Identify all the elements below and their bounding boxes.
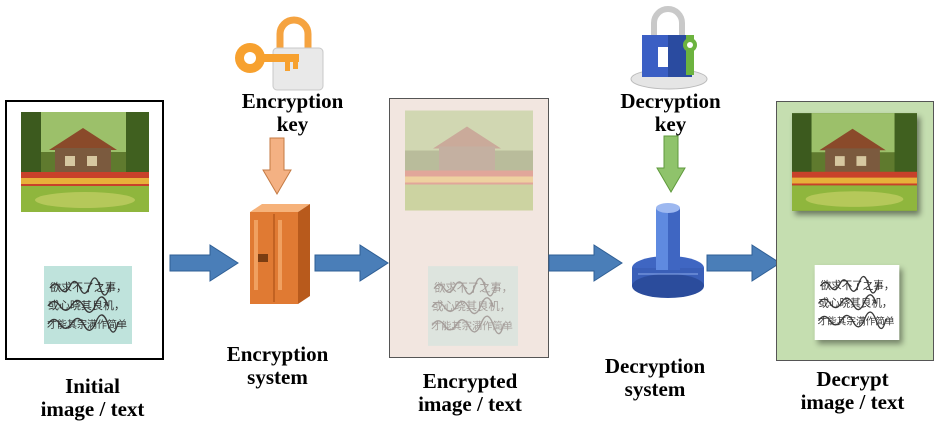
flow-arrow-3: [548, 244, 623, 282]
handwriting-original-line1: 欲求不了之事，: [50, 280, 127, 294]
encryption-key-arrow: [262, 137, 292, 195]
handwriting-encrypted-line3: 才能其宗满作简单: [431, 320, 513, 333]
house-photo-decrypted: [792, 113, 917, 211]
decrypted-label-line1: Decrypt: [816, 367, 889, 391]
handwriting-original-line3: 才能其宗满作简单: [47, 318, 127, 331]
decryption-key-arrow: [656, 135, 686, 193]
handwriting-decrypted-line2: 或心晓其良机，: [819, 296, 893, 309]
handwriting-encrypted-line2: 或心晓其良机，: [432, 299, 511, 313]
initial-label-line1: Initial: [65, 374, 120, 398]
handwriting-decrypted-line3: 才能其宗满作简单: [818, 316, 895, 328]
decryption-system-label-line2: system: [624, 377, 686, 401]
decryption-key-label-line1: Decryption: [620, 89, 721, 113]
handwriting-original: 欲求不了之事， 或心晓其良机， 才能其宗满作简单: [44, 266, 132, 344]
encrypted-panel: [389, 98, 549, 358]
flow-arrow-4: [706, 244, 781, 282]
encryption-key-label-line1: Encryption: [241, 89, 344, 113]
flow-arrow-1: [169, 244, 239, 282]
handwriting-decrypted: 欲求不了之事， 或心晓其良机， 才能其宗满作简单: [814, 265, 900, 340]
encryption-system-label-line1: Encryption: [226, 342, 329, 366]
decryption-device-icon: [632, 203, 704, 298]
decryption-key-label-line2: key: [654, 112, 687, 136]
handwriting-encrypted: 欲求不了之事， 或心晓其良机， 才能其宗满作简单: [428, 266, 518, 346]
encryption-system-label: Encryption system: [205, 343, 350, 389]
flow-arrow-2: [314, 244, 389, 282]
encryption-system-label-line2: system: [247, 365, 308, 389]
encryption-key-label: Encryption key: [220, 90, 365, 136]
handwriting-decrypted-line1: 欲求不了之事，: [820, 279, 894, 292]
decrypted-label: Decrypt image / text: [770, 368, 935, 414]
handwriting-original-line2: 或心晓其良机，: [48, 298, 125, 312]
decryption-system-label: Decryption system: [580, 355, 730, 401]
decrypted-label-line2: image / text: [800, 390, 905, 414]
key-lock-icon: [235, 16, 324, 91]
decryption-key-label: Decryption key: [598, 90, 743, 136]
encrypted-label-line1: Encrypted: [422, 369, 518, 393]
encrypted-label-line2: image / text: [418, 392, 522, 416]
house-photo-original: [21, 112, 149, 212]
handwriting-encrypted-line1: 欲求不了之事，: [434, 281, 513, 295]
padlock-icon: [630, 6, 708, 90]
decryption-system-label-line1: Decryption: [604, 354, 706, 378]
encrypted-label: Encrypted image / text: [395, 370, 545, 416]
server-cabinet-icon: [250, 204, 310, 304]
encryption-key-label-line2: key: [276, 112, 309, 136]
initial-label: Initial image / text: [20, 375, 165, 421]
house-photo-encrypted: [405, 110, 533, 211]
initial-label-line2: image / text: [40, 397, 145, 421]
